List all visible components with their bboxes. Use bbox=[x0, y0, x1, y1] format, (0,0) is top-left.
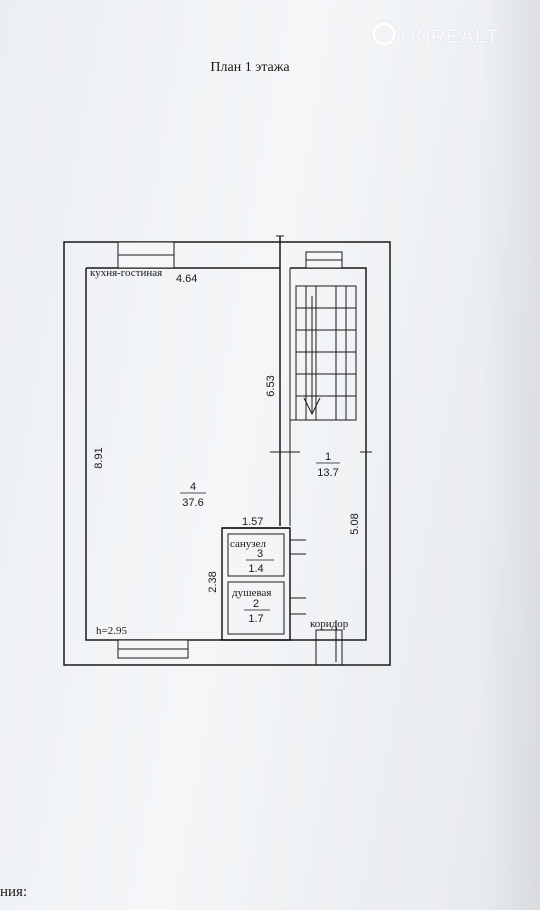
outer-wall-outline bbox=[63, 241, 391, 666]
window-top-right bbox=[305, 251, 343, 269]
room-number-shower: 2 bbox=[253, 598, 259, 610]
page-title: План 1 этажа bbox=[210, 60, 290, 75]
staircase bbox=[295, 285, 357, 421]
watermark: ONREALT bbox=[372, 22, 499, 49]
window-top-left bbox=[117, 241, 175, 269]
room-number-toilet: 3 bbox=[257, 548, 263, 560]
dim-partition: 1.57 bbox=[242, 516, 263, 528]
room-area-toilet: 1.4 bbox=[248, 563, 263, 575]
dim-kitchen-width: 4.64 bbox=[176, 273, 197, 285]
dim-bath-height: 2.38 bbox=[207, 571, 219, 592]
dim-corridor-length: 5.08 bbox=[349, 513, 361, 534]
room-number-corridor: 1 bbox=[325, 451, 331, 463]
entrance-door bbox=[315, 620, 343, 666]
room-name-corridor: коридор bbox=[310, 618, 349, 630]
corridor-wall-ticks bbox=[290, 419, 372, 453]
dim-inner-wall: 6.53 bbox=[265, 375, 277, 396]
room-name-shower: душевая bbox=[232, 587, 271, 599]
room-area-kitchen: 37.6 bbox=[182, 497, 203, 509]
partition-wall bbox=[270, 235, 300, 526]
window-bottom bbox=[117, 639, 189, 659]
ceiling-height: h=2.95 bbox=[96, 625, 127, 637]
watermark-text: ONREALT bbox=[400, 26, 499, 48]
dim-kitchen-length: 8.91 bbox=[93, 447, 105, 468]
room-area-shower: 1.7 bbox=[248, 613, 263, 625]
room-name-kitchen: кухня-гостиная bbox=[90, 267, 162, 279]
room-name-toilet: санузел bbox=[230, 538, 267, 550]
watermark-logo-icon bbox=[372, 22, 396, 46]
bathroom-block bbox=[221, 527, 306, 641]
room-area-corridor: 13.7 bbox=[317, 467, 338, 479]
footer-partial-text: ния: bbox=[0, 884, 28, 900]
paper-shadow bbox=[480, 0, 540, 910]
room-number-kitchen: 4 bbox=[190, 481, 196, 493]
